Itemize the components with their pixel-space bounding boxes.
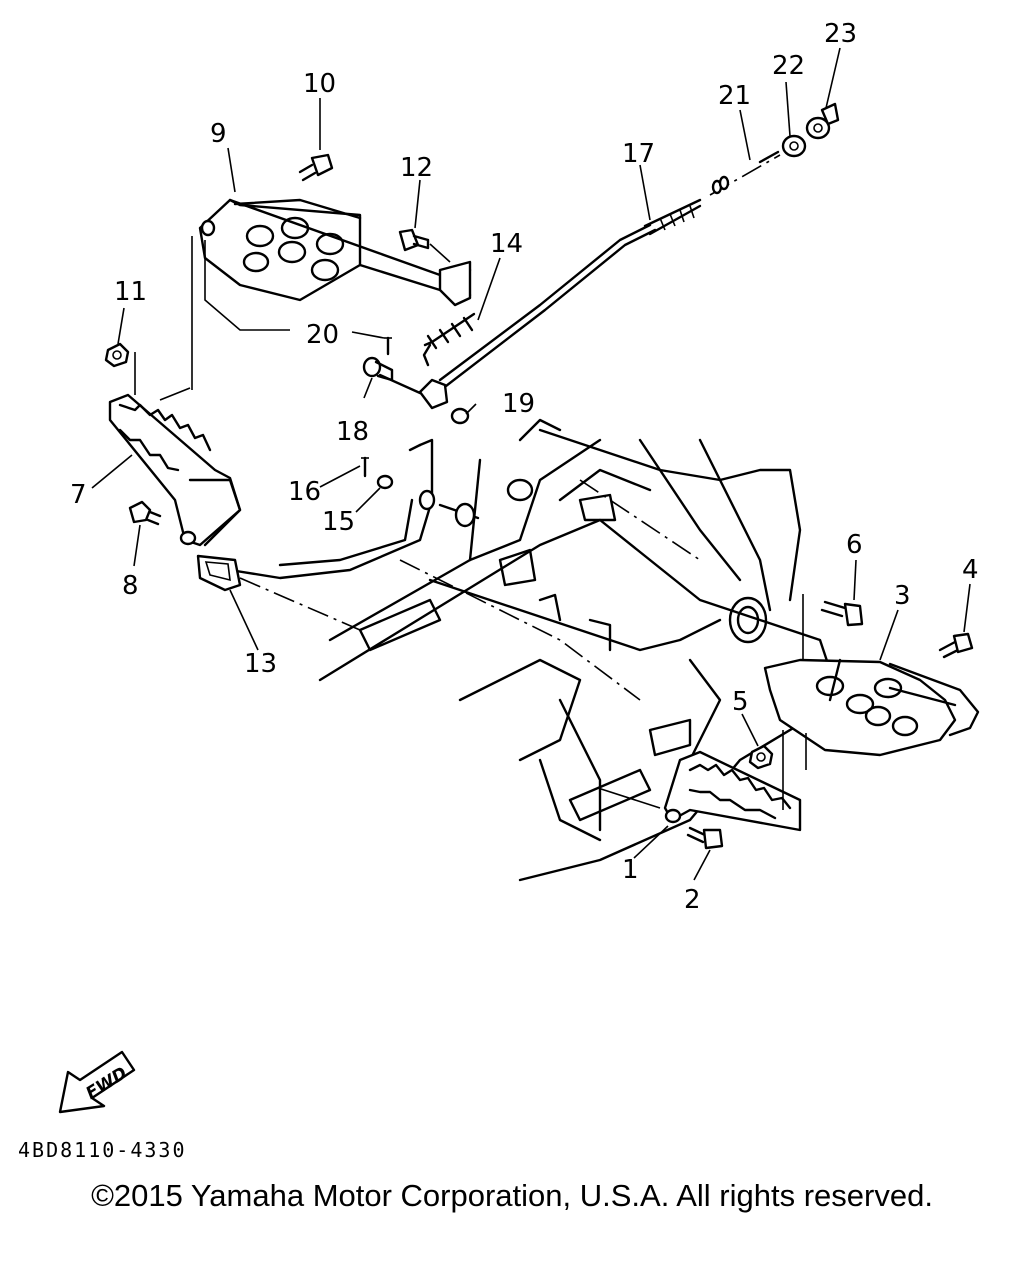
drawing-code: 4BD8110-4330 <box>18 1138 187 1162</box>
nut-5 <box>748 744 774 770</box>
bolt-10 <box>298 153 334 182</box>
copyright-notice: ©2015 Yamaha Motor Corporation, U.S.A. A… <box>91 1178 933 1213</box>
right-foot-guard <box>763 594 980 770</box>
callout-18: 18 <box>336 417 369 447</box>
bolt-6 <box>820 600 864 627</box>
nut-22 <box>781 134 807 158</box>
callout-8: 8 <box>122 571 139 601</box>
callout-1: 1 <box>622 855 639 885</box>
frame <box>318 418 842 882</box>
callout-5: 5 <box>732 687 749 717</box>
callout-9: 9 <box>210 119 227 149</box>
bolt-4 <box>938 632 974 659</box>
callout-6: 6 <box>846 530 863 560</box>
leader-lines <box>91 47 971 881</box>
brake-pedal <box>196 438 480 631</box>
fwd-arrow-icon: FWD <box>58 1050 136 1114</box>
callout-13: 13 <box>244 649 277 679</box>
callout-21: 21 <box>718 81 751 111</box>
callout-19: 19 <box>502 389 535 419</box>
callout-11: 11 <box>114 277 147 307</box>
callout-16: 16 <box>288 477 321 507</box>
callout-22: 22 <box>772 51 805 81</box>
bolt-2 <box>686 826 724 850</box>
left-foot-guard <box>198 198 472 331</box>
bolts <box>104 102 974 850</box>
wing-nut-23 <box>805 102 840 140</box>
callout-12: 12 <box>400 153 433 183</box>
nut-11 <box>104 342 136 395</box>
callout-15: 15 <box>322 507 355 537</box>
bolt-8 <box>128 500 162 526</box>
callout-3: 3 <box>894 581 911 611</box>
small-hardware <box>361 312 476 490</box>
bolt-12 <box>398 228 451 263</box>
right-footrest <box>597 730 802 832</box>
callout-17: 17 <box>622 139 655 169</box>
left-footrest <box>108 236 242 547</box>
callout-20: 20 <box>306 320 339 350</box>
callout-7: 7 <box>70 480 87 510</box>
callout-10: 10 <box>303 69 336 99</box>
callout-4: 4 <box>962 555 979 585</box>
callout-labels: 1 2 3 4 5 6 7 8 9 10 11 12 13 14 15 16 1… <box>70 19 979 915</box>
callout-23: 23 <box>824 19 857 49</box>
callout-14: 14 <box>490 229 523 259</box>
brake-rod <box>438 150 781 388</box>
callout-2: 2 <box>684 885 701 915</box>
